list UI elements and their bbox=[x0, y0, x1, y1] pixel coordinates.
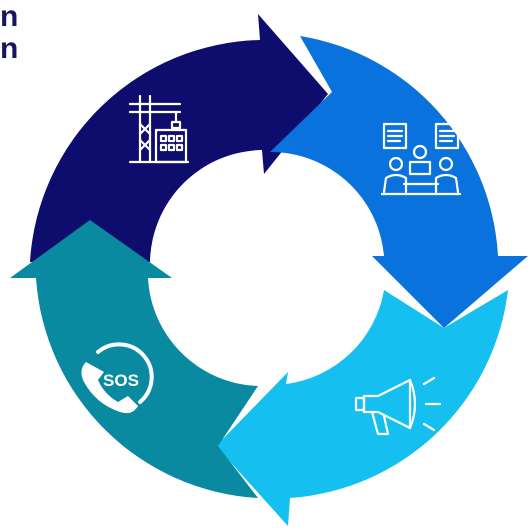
megaphone-icon bbox=[354, 376, 442, 436]
sos-phone-icon: SOS bbox=[81, 342, 154, 414]
construction-crane-icon bbox=[128, 94, 190, 164]
cycle-segment-emergency bbox=[10, 220, 258, 498]
sos-label: SOS bbox=[103, 371, 139, 390]
heading-fragment-1: n bbox=[0, 0, 19, 33]
cycle-segment-construction bbox=[30, 14, 328, 262]
team-meeting-icon bbox=[380, 122, 462, 196]
heading-fragment-2: n bbox=[0, 32, 19, 65]
cycle-segment-meeting bbox=[270, 36, 528, 328]
cycle-segment-announcement bbox=[216, 290, 508, 526]
